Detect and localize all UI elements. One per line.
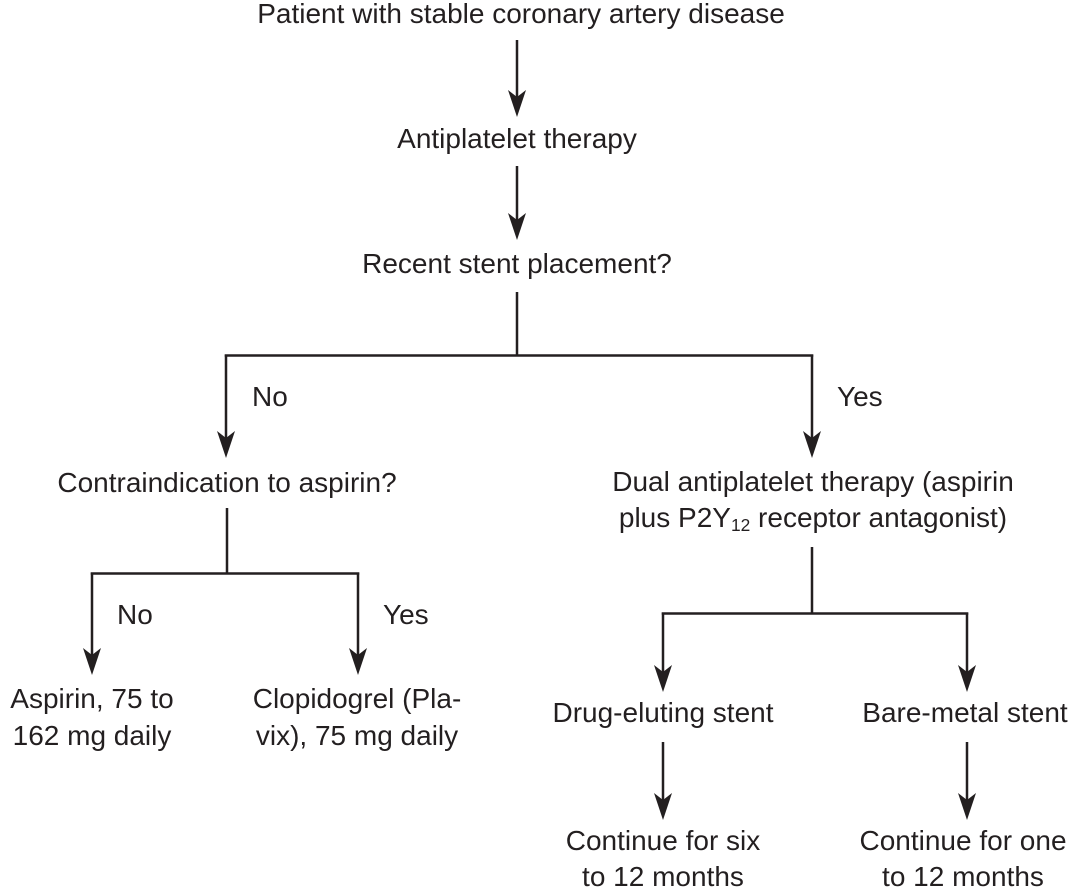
clopidogrel-dose-line1: Clopidogrel (Pla- [252, 683, 462, 714]
node-dual-antiplatelet-therapy: Dual antiplatelet therapy (aspirin plus … [612, 464, 1014, 539]
node-contraindication-aspirin: Contraindication to aspirin? [57, 467, 397, 498]
aspirin-dose-line2: 162 mg daily [12, 720, 172, 751]
arrowhead-patient-antiplatelet [508, 90, 526, 117]
branch-label-aspirin-no: No [117, 599, 153, 630]
arrowhead-branch-no [217, 431, 235, 458]
dual-antiplatelet-line2-suffix: receptor antagonist) [750, 502, 1008, 533]
continue-one-line2: to 12 months [882, 861, 1044, 890]
node-recent-stent-placement: Recent stent placement? [362, 248, 672, 279]
continue-one-line1: Continue for one [859, 825, 1067, 856]
continue-six-line1: Continue for six [565, 825, 761, 856]
arrowhead-aspirin-yes [349, 648, 367, 675]
node-continue-one-month: Continue for one to 12 months [859, 823, 1066, 890]
node-antiplatelet-therapy: Antiplatelet therapy [397, 123, 637, 154]
node-continue-six-months: Continue for six to 12 months [566, 823, 761, 890]
branch-label-stent-yes: Yes [837, 381, 883, 412]
clopidogrel-dose-line2: vix), 75 mg daily [255, 720, 459, 751]
dual-antiplatelet-line2: plus P2Y12 receptor antagonist) [612, 500, 1014, 539]
aspirin-dose-line1: Aspirin, 75 to [10, 683, 174, 714]
arrowhead-bare-metal [958, 665, 976, 692]
arrowhead-aspirin-no [83, 648, 101, 675]
continue-six-line2: to 12 months [582, 861, 744, 890]
arrowhead-branch-yes [803, 431, 821, 458]
node-bare-metal-stent: Bare-metal stent [862, 697, 1068, 728]
dual-antiplatelet-line2-prefix: plus P2Y [618, 502, 731, 533]
arrowhead-antiplatelet-recent-stent [508, 213, 526, 240]
node-drug-eluting-stent: Drug-eluting stent [552, 697, 774, 728]
p2y12-subscript: 12 [730, 514, 751, 535]
arrowhead-drug-eluting-duration [654, 793, 672, 820]
branch-label-aspirin-yes: Yes [383, 599, 429, 630]
dual-antiplatelet-line1: Dual antiplatelet therapy (aspirin [612, 466, 1014, 497]
arrowhead-bare-metal-duration [958, 793, 976, 820]
branch-label-stent-no: No [252, 381, 288, 412]
arrowhead-drug-eluting [654, 665, 672, 692]
node-patient-stable-cad: Patient with stable coronary artery dise… [257, 0, 785, 29]
node-clopidogrel-dose: Clopidogrel (Pla- vix), 75 mg daily [253, 680, 462, 754]
node-aspirin-dose: Aspirin, 75 to 162 mg daily [10, 680, 173, 754]
